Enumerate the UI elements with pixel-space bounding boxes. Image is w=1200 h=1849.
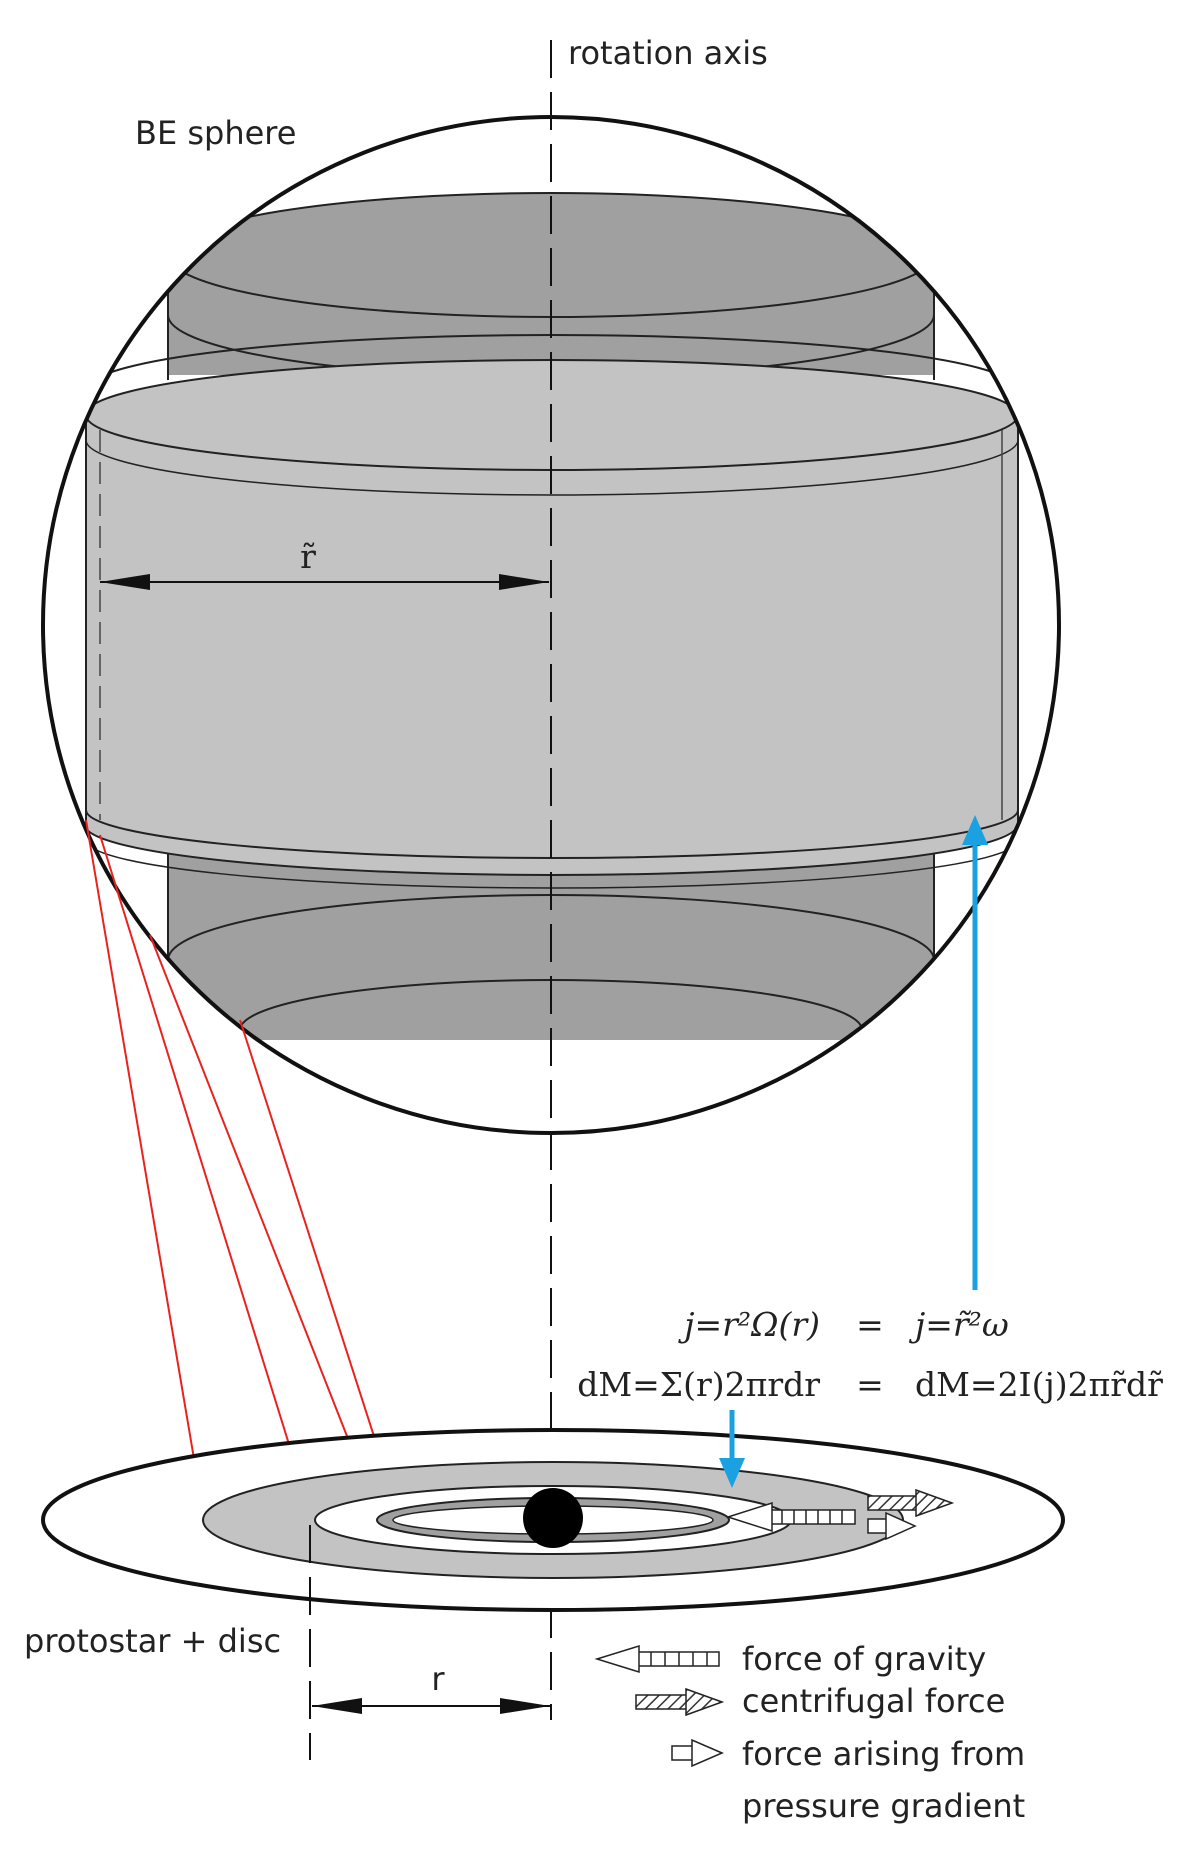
eq-line1-equals: = (856, 1305, 884, 1344)
be-sphere-label: BE sphere (135, 114, 296, 152)
legend: force of gravity centrifugal force force… (594, 1640, 1025, 1825)
disc-force-arrows (725, 1488, 955, 1541)
red-arrow-2 (99, 834, 313, 1514)
equations: j=r²Ω(r) = j=r̃²ω dM=Σ(r)2πrdr = dM=2I(j… (577, 1305, 1163, 1404)
eq-line1-left: j=r²Ω(r) (677, 1305, 820, 1344)
eq-line1-right: j=r̃²ω (908, 1305, 1009, 1344)
red-arrow-3 (149, 934, 380, 1517)
legend-pressure-label-2: pressure gradient (742, 1787, 1025, 1825)
eq-line2-right: dM=2I(j)2πr̃dr̃ (915, 1365, 1163, 1404)
protostar (523, 1488, 583, 1548)
red-arrow-1 (85, 819, 208, 1514)
r-tilde-label: r̃ (300, 537, 316, 576)
pressure-arrow-on-disc (867, 1511, 917, 1541)
r-label: r (431, 1660, 445, 1698)
r-dimension: r (312, 1660, 550, 1714)
legend-pressure-icon (671, 1738, 724, 1768)
protostar-disc-label: protostar + disc (24, 1622, 281, 1660)
eq-line2-left: dM=Σ(r)2πrdr (577, 1365, 820, 1404)
legend-pressure-label-1: force arising from (742, 1735, 1025, 1773)
rotation-axis-label: rotation axis (568, 34, 768, 72)
legend-centrifugal-label: centrifugal force (742, 1682, 1005, 1720)
protostar-disc (41, 1428, 1065, 1760)
legend-centrifugal-icon (635, 1687, 725, 1717)
gravity-arrow-on-disc (725, 1501, 856, 1533)
legend-gravity-label: force of gravity (742, 1640, 986, 1678)
blue-arrows (719, 815, 988, 1488)
centrifugal-arrow-on-disc (867, 1488, 955, 1518)
legend-gravity-icon (594, 1644, 720, 1674)
eq-line2-equals: = (856, 1365, 884, 1404)
r-tilde-dimension: r̃ (100, 537, 549, 590)
